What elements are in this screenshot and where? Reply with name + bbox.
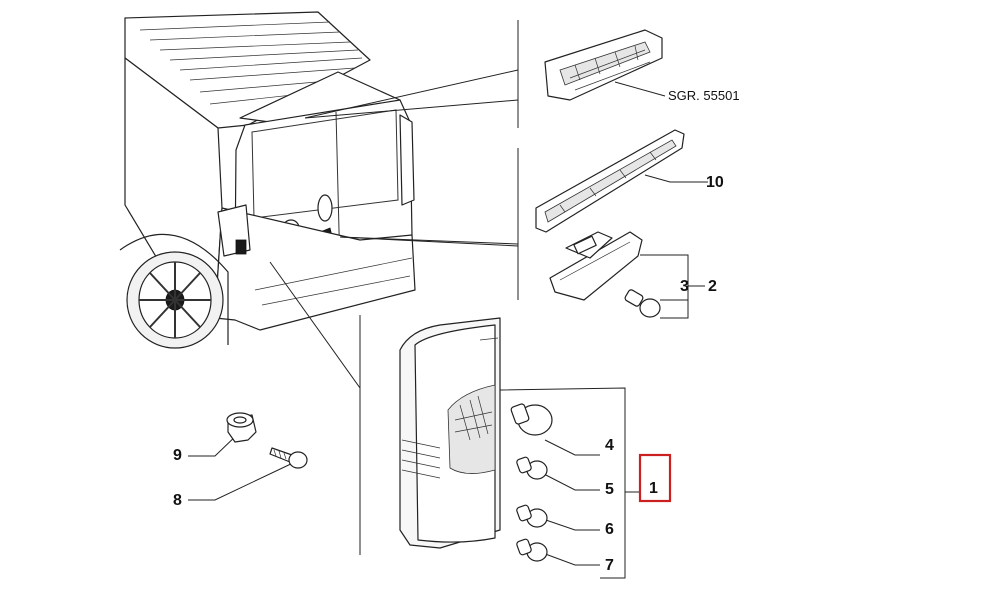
part-3-bulb [624,289,661,318]
part-1-tail-lamp [399,317,501,549]
van-illustration [119,11,416,349]
callout-labels: SGR. 55501 10 3 2 4 5 6 7 9 8 1 [173,88,740,574]
third-brake-light-assembly [544,29,663,101]
callout-3: 3 [680,278,689,295]
callout-5: 5 [605,481,614,498]
part-6-bulb [516,504,548,528]
callout-7: 7 [605,557,614,574]
leader-lines [188,20,708,579]
callout-6: 6 [605,521,614,538]
part-2-license-lamp [549,231,643,301]
reference-label: SGR. 55501 [668,88,740,103]
callout-2: 2 [708,278,717,295]
part-7-bulb [516,538,548,562]
part-4-bulb [510,403,553,436]
callout-4: 4 [605,437,614,454]
callout-1-highlight-box[interactable] [638,453,672,503]
part-8-screw [269,447,308,469]
callout-8: 8 [173,492,182,509]
part-5-bulb [516,456,548,480]
callout-9: 9 [173,447,182,464]
part-10-lamp-strip [535,129,685,233]
callout-1[interactable]: 1 [649,480,658,497]
part-9-grommet [226,412,257,443]
callout-10: 10 [706,174,724,191]
